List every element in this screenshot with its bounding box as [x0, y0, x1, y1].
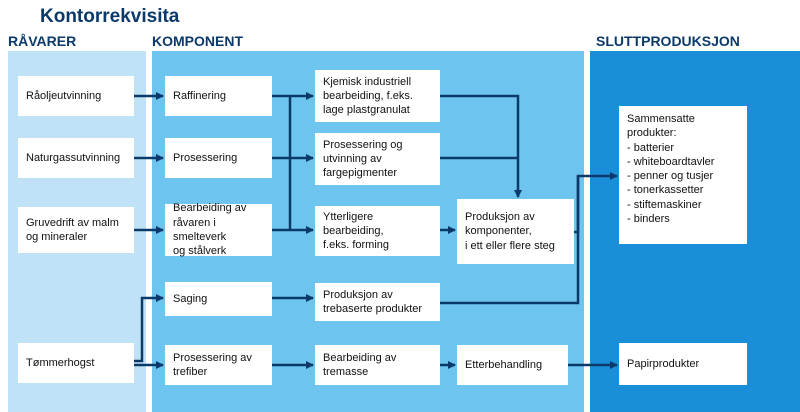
- box-pigmenter: Prosessering og utvinning av fargepigmen…: [315, 133, 440, 185]
- box-komponenter: Produksjon av komponenter, i ett eller f…: [457, 199, 574, 264]
- box-raffinering: Raffinering: [165, 76, 272, 116]
- box-sammensatte-produkter: Sammensatte produkter: - batterier - whi…: [619, 106, 747, 244]
- box-trebaserte: Produksjon av trebaserte produkter: [315, 283, 440, 321]
- arrow-trebaserte-sammensatte: [440, 176, 580, 305]
- box-prosessering-trefiber: Prosessering av trefiber: [165, 345, 272, 385]
- arrow-tommerhogst-saging: [134, 294, 164, 363]
- box-ytterligere: Ytterligere bearbeiding, f.eks. forming: [315, 206, 440, 256]
- box-tremasse: Bearbeiding av tremasse: [315, 345, 440, 385]
- box-papirprodukter: Papirprodukter: [619, 343, 747, 385]
- diagram-title: Kontorrekvisita: [40, 6, 180, 27]
- box-gruvedrift: Gruvedrift av malm og mineraler: [18, 207, 134, 253]
- box-tommerhogst: Tømmerhogst: [18, 343, 134, 383]
- box-naturgassutvinning: Naturgassutvinning: [18, 138, 134, 178]
- arrow-kjemisk-komponenter: [440, 94, 522, 198]
- arrow-komponenter-sammensatte: [574, 172, 618, 234]
- box-etterbehandling: Etterbehandling: [457, 345, 568, 385]
- box-raoljeutvinning: Råoljeutvinning: [18, 76, 134, 116]
- box-bearbeiding-ravaren: Bearbeiding av råvaren i smelteverk og s…: [165, 202, 272, 257]
- column-header-sluttproduksjon: SLUTTPRODUKSJON: [596, 33, 740, 49]
- column-header-ravarer: RÅVARER: [8, 33, 77, 49]
- box-saging: Saging: [165, 282, 272, 316]
- box-prosessering: Prosessering: [165, 138, 272, 178]
- column-header-komponent: KOMPONENT: [152, 33, 243, 49]
- box-kjemisk: Kjemisk industriell bearbeiding, f.eks. …: [315, 70, 440, 122]
